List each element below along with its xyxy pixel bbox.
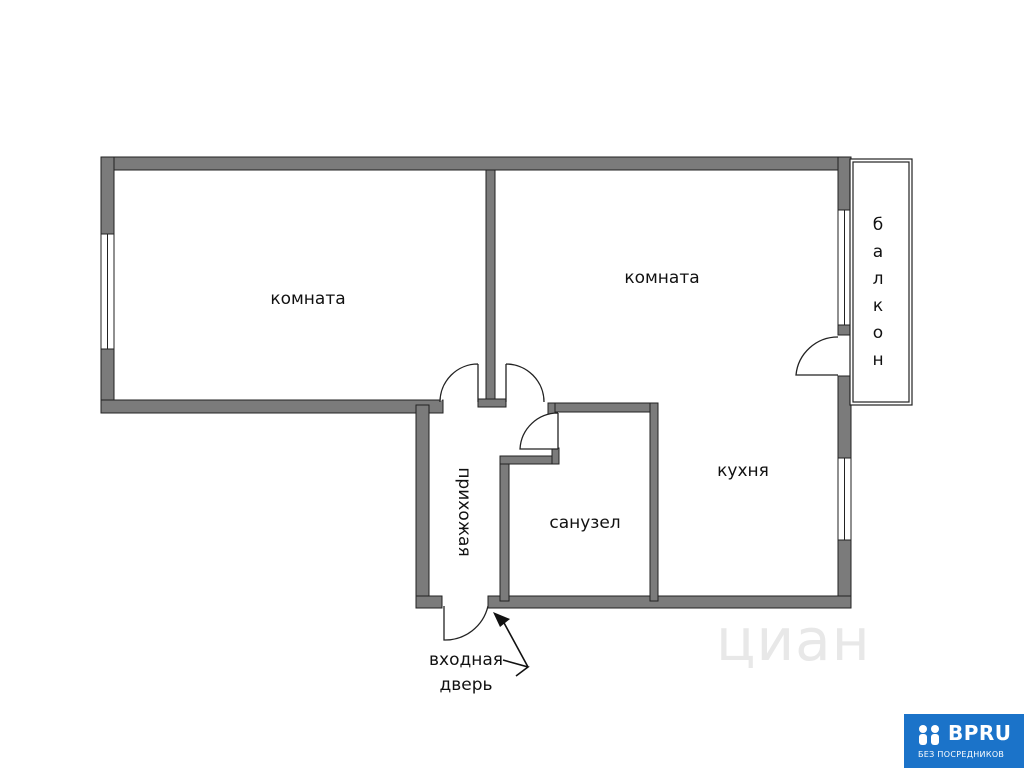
wall-left-room-bottom: [100, 399, 444, 414]
door-swings: [439, 336, 839, 641]
door-balcony: [795, 336, 839, 376]
label-entrance-line1: входная: [429, 650, 503, 670]
label-hallway: прихожая: [454, 467, 474, 556]
windows: [100, 209, 852, 541]
room-labels: комната комната кухня санузел прихожая б…: [270, 215, 883, 695]
people-icon: [919, 725, 939, 745]
label-bathroom: санузел: [549, 513, 620, 533]
walls: [100, 156, 852, 609]
door-bathroom: [519, 412, 559, 450]
wall-top: [100, 156, 851, 171]
label-room-left: комната: [270, 289, 345, 309]
wall-right-mid: [837, 324, 852, 336]
brand-badge[interactable]: BPRU БЕЗ ПОСРЕДНИКОВ: [904, 714, 1024, 768]
wall-bath-left: [499, 455, 510, 602]
wall-room-divider-stub: [477, 398, 507, 408]
label-kitchen: кухня: [717, 461, 769, 481]
wall-bath-left-stub: [551, 447, 560, 465]
label-entrance-line2: дверь: [439, 675, 492, 695]
watermark-text: циан: [716, 606, 871, 674]
wall-right-lower: [837, 375, 852, 459]
badge-title: BPRU: [948, 721, 1012, 745]
entrance-arrow: [493, 612, 530, 677]
wall-hall-left-foot: [415, 595, 443, 609]
door-entrance: [443, 605, 489, 641]
balcony: [849, 158, 913, 406]
wall-bath-kitchen: [649, 402, 659, 602]
wall-bath-top: [547, 402, 659, 413]
wall-bath-left-top: [499, 455, 559, 465]
balcony-outline: [849, 158, 913, 406]
balcony-inner: [852, 161, 910, 403]
door-left-room: [439, 363, 479, 403]
wall-hall-left: [415, 404, 430, 609]
wall-bottom: [487, 595, 852, 609]
wall-right-upper: [837, 156, 852, 211]
badge-subtitle: БЕЗ ПОСРЕДНИКОВ: [918, 750, 1005, 759]
label-room-right: комната: [624, 268, 699, 288]
door-right-room: [505, 363, 545, 403]
wall-room-divider: [485, 169, 496, 406]
